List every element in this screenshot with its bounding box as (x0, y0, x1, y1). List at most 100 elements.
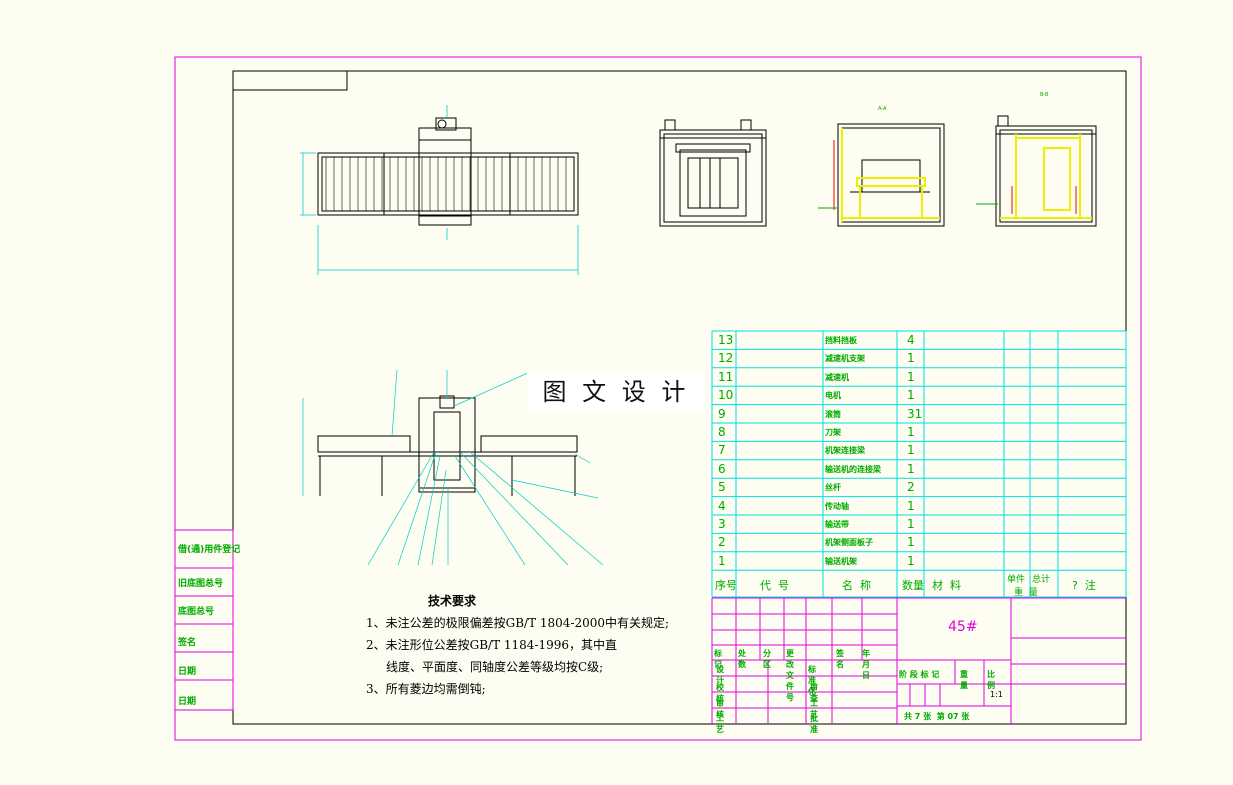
bom-grid (711, 330, 1127, 598)
bom-name: 传动轴 (825, 501, 849, 511)
bom-no: 7 (718, 443, 726, 458)
tech-line-2: 2、未注形位公差按GB/T 1184-1996，其中直 (366, 638, 618, 652)
tb-weight: 重量 (960, 670, 968, 690)
tb-zone: 分区 (763, 649, 771, 669)
tb-craft: 审核 (716, 699, 724, 719)
bom-qty: 1 (907, 425, 915, 439)
bom-qty: 2 (907, 480, 915, 495)
bom-name: 滚筒 (825, 409, 841, 419)
side-label-1: 借(通)用件登记 (177, 543, 240, 555)
bom-row: 1 输送机架 1 (712, 552, 1126, 570)
bom-qty: 1 (907, 388, 915, 403)
top-view-rollers (325, 157, 567, 211)
bom-no: 1 (718, 553, 726, 568)
front-view-leaders (302, 369, 604, 566)
tb-process2: 工艺 (810, 699, 818, 719)
bom-name: 输送机的连接梁 (825, 464, 881, 474)
bom-no: 12 (718, 351, 734, 366)
bom-name: 减速机 (825, 372, 849, 382)
bom-row: 8 刀架 1 (712, 423, 1126, 441)
side-view-2-accent: A-A (818, 106, 887, 210)
bom-qty: 1 (907, 498, 915, 513)
bom-qty: 1 (907, 369, 915, 384)
view-label-a: A-A (878, 106, 887, 112)
header-no: 序号 (715, 579, 737, 592)
front-view (317, 395, 578, 496)
bom-row: 10 电机 1 (712, 386, 1126, 404)
bom-name: 挡料挡板 (825, 336, 857, 345)
side-view-2 (837, 123, 945, 227)
header-unit: 单件 (1007, 575, 1026, 585)
header-code: 代 号 (760, 579, 789, 592)
bom-name: 电机 (825, 391, 841, 401)
tech-title: 技术要求 (428, 594, 477, 608)
bom-no: 8 (718, 425, 726, 439)
tech-line-1: 1、未注公差的极限偏差按GB/T 1804-2000中有关规定; (366, 616, 670, 630)
tb-scale-label: 比例 (987, 670, 995, 690)
bom-no: 10 (718, 388, 734, 403)
watermark: 图 文 设 计 (527, 371, 705, 413)
side-label-2: 旧底图总号 (178, 577, 223, 589)
side-label-4: 签名 (177, 636, 196, 648)
bom-row: 4 传动轴 1 (712, 497, 1126, 515)
tech-line-3: 线度、平面度、同轴度公差等级均按C级; (386, 660, 604, 674)
header-material: 材 料 (932, 579, 961, 592)
side-label-3: 底图总号 (178, 605, 214, 617)
bom-name: 刀架 (825, 428, 841, 437)
side-label-5: 日期 (178, 665, 196, 677)
bom-no: 13 (718, 333, 734, 347)
bom-name: 输送机架 (825, 556, 857, 566)
side-view-3-accent: B-B (976, 92, 1077, 214)
bom-qty: 1 (907, 517, 915, 531)
bom-name: 机架连接梁 (825, 446, 865, 456)
header-name: 名 称 (842, 579, 871, 592)
side-view-2-yellow (841, 128, 940, 222)
bom-row: 13 挡料挡板 4 (712, 331, 1126, 349)
tb-approve: 批准 (810, 714, 818, 734)
side-block (174, 529, 234, 711)
tb-standard: 标准化 (808, 665, 816, 696)
side-view-3-yellow (1000, 134, 1092, 219)
tb-review: 审查 (810, 683, 818, 703)
tb-process: 工艺 (716, 714, 724, 734)
header-weight: 重 量 (1014, 588, 1038, 598)
tb-date: 年 月 日 (862, 649, 870, 680)
header-remark: ? 注 (1072, 579, 1096, 592)
bom-name: 减速机支架 (825, 354, 865, 364)
bom-no: 5 (718, 480, 726, 495)
header-qty: 数量 (902, 579, 924, 592)
bom-no: 6 (718, 461, 726, 476)
bom-no: 3 (718, 517, 726, 531)
tb-stage: 阶 段 标 记 (899, 670, 940, 679)
reverse-code-box (232, 70, 348, 91)
header-total: 总计 (1032, 575, 1051, 585)
bom-name: 丝杆 (825, 483, 841, 493)
tb-change: 更改文件号 (786, 649, 794, 702)
bom-no: 4 (718, 498, 726, 513)
top-view-dims (300, 105, 579, 275)
bom-qty: 31 (907, 406, 923, 421)
bom-row: 6 输送机的连接梁 1 (712, 460, 1126, 478)
tb-sign: 签名 (836, 649, 844, 669)
bom-qty: 1 (907, 351, 915, 366)
bom-no: 2 (718, 535, 726, 550)
bom-row: 9 滚筒 31 (712, 405, 1126, 423)
bom-header: 序号 代 号 名 称 数量 材 料 单件 总计 重 量 ? 注 (712, 572, 1126, 598)
tb-count: 处数 (738, 649, 746, 669)
top-view (317, 117, 579, 226)
bom-qty: 1 (907, 535, 915, 550)
side-label-6: 日期 (178, 695, 196, 707)
bom-qty: 1 (907, 461, 915, 476)
bom-no: 9 (718, 406, 726, 421)
material-text: 45# (948, 619, 978, 635)
side-view-1 (659, 119, 767, 227)
outer-frame (174, 56, 1142, 741)
bom-qty: 1 (907, 553, 915, 568)
tb-mark: 标记 (714, 649, 722, 669)
bom-qty: 4 (907, 333, 915, 347)
